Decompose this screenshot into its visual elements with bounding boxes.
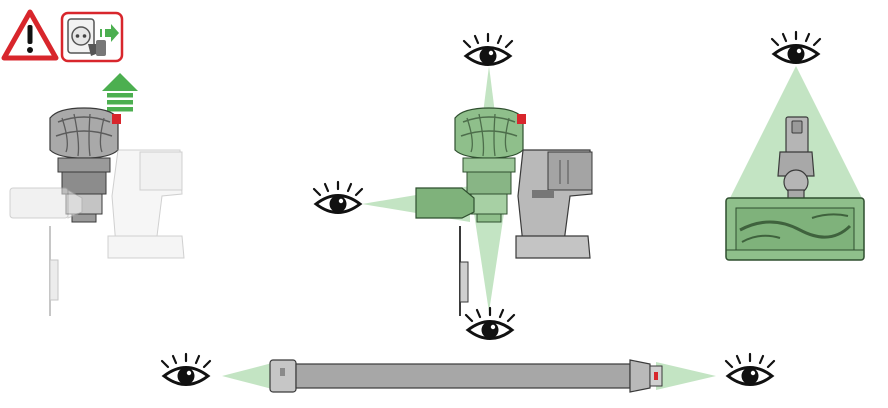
eye-icon — [312, 180, 364, 214]
unplug-from-socket-icon — [60, 11, 124, 63]
main-body-green-highlight — [415, 107, 526, 223]
eye-icon — [462, 32, 514, 66]
main-body-handle — [459, 149, 593, 316]
wand-tube — [269, 359, 663, 393]
eye-icon — [770, 30, 822, 64]
faded-machine-body — [9, 149, 185, 316]
warning-triangle-icon — [1, 9, 59, 61]
view-cones-wand — [222, 362, 716, 390]
floor-head — [725, 116, 865, 261]
cyclone-bin — [49, 107, 121, 223]
eye-icon — [724, 352, 776, 386]
eye-icon — [160, 352, 212, 386]
eye-icon — [464, 306, 516, 340]
remove-up-arrow-icon — [102, 73, 138, 112]
